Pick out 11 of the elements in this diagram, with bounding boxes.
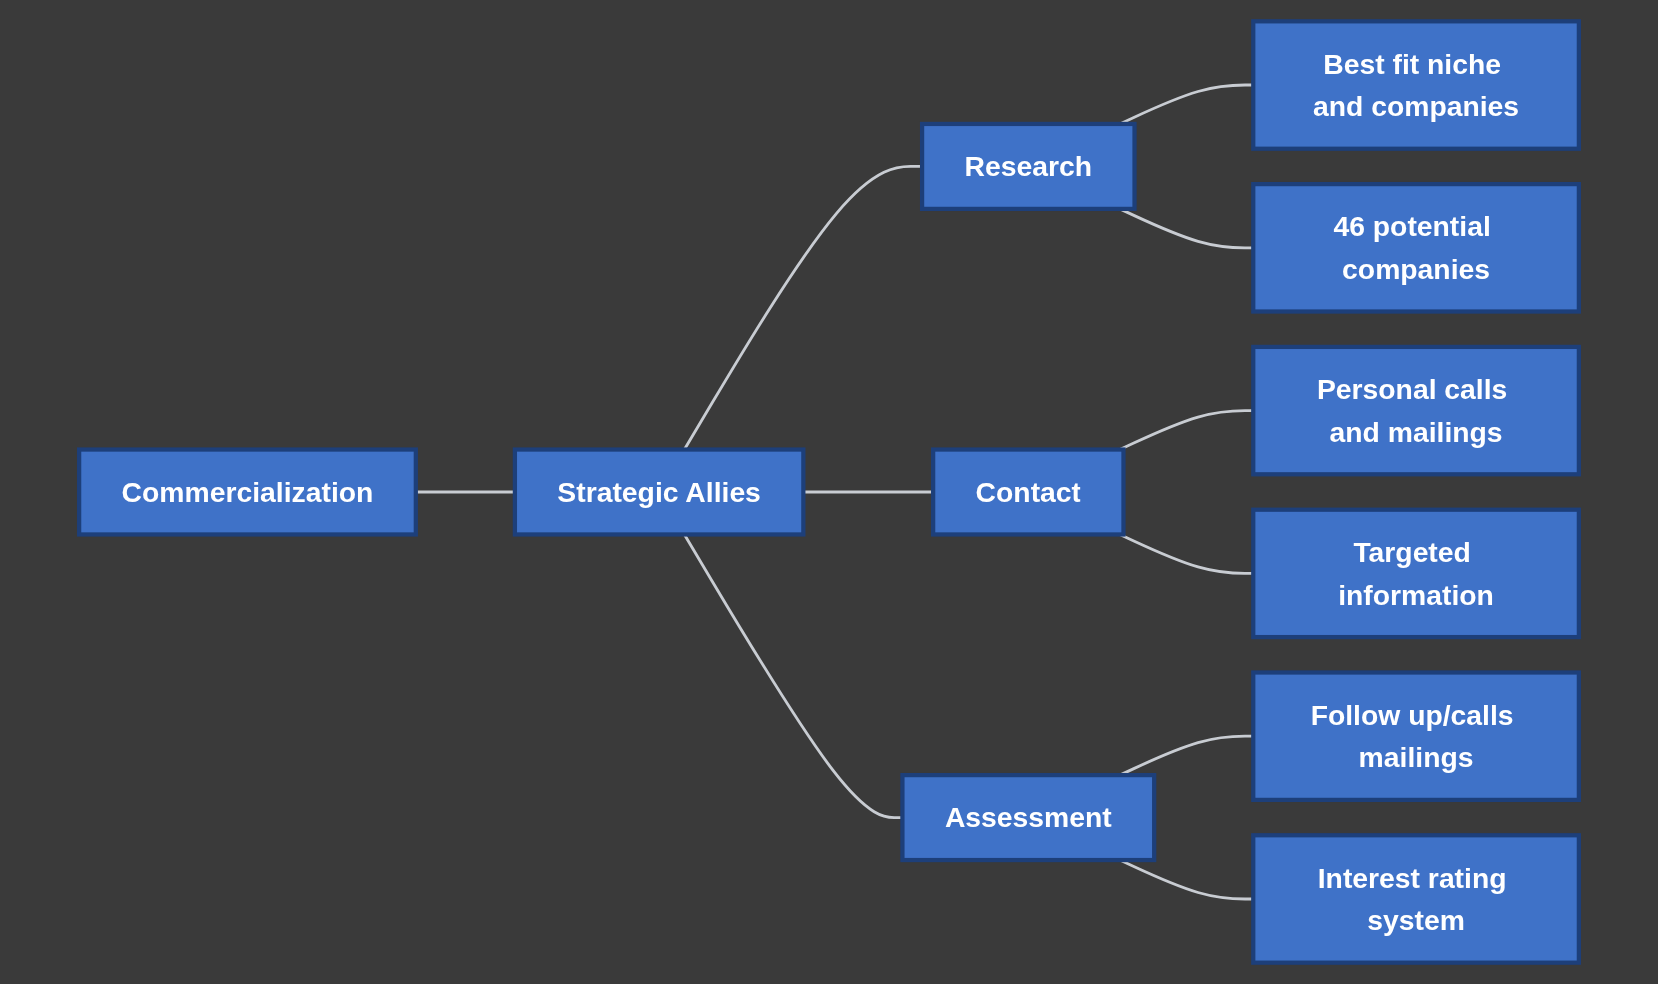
node-box: 46 potential companies xyxy=(1251,182,1581,314)
node-box: Best fit niche and companies xyxy=(1251,19,1581,151)
node-box: Contact xyxy=(931,447,1126,537)
node-box: Strategic Allies xyxy=(512,447,806,537)
node-box: Commercialization xyxy=(77,447,418,537)
node-box: Follow up/calls mailings xyxy=(1251,670,1581,802)
node-box: Interest rating system xyxy=(1251,833,1581,965)
node-box: Assessment xyxy=(900,773,1157,863)
node-box: Personal calls and mailings xyxy=(1251,344,1581,477)
node-box: Research xyxy=(919,121,1137,211)
node-box: Targeted information xyxy=(1251,507,1581,640)
